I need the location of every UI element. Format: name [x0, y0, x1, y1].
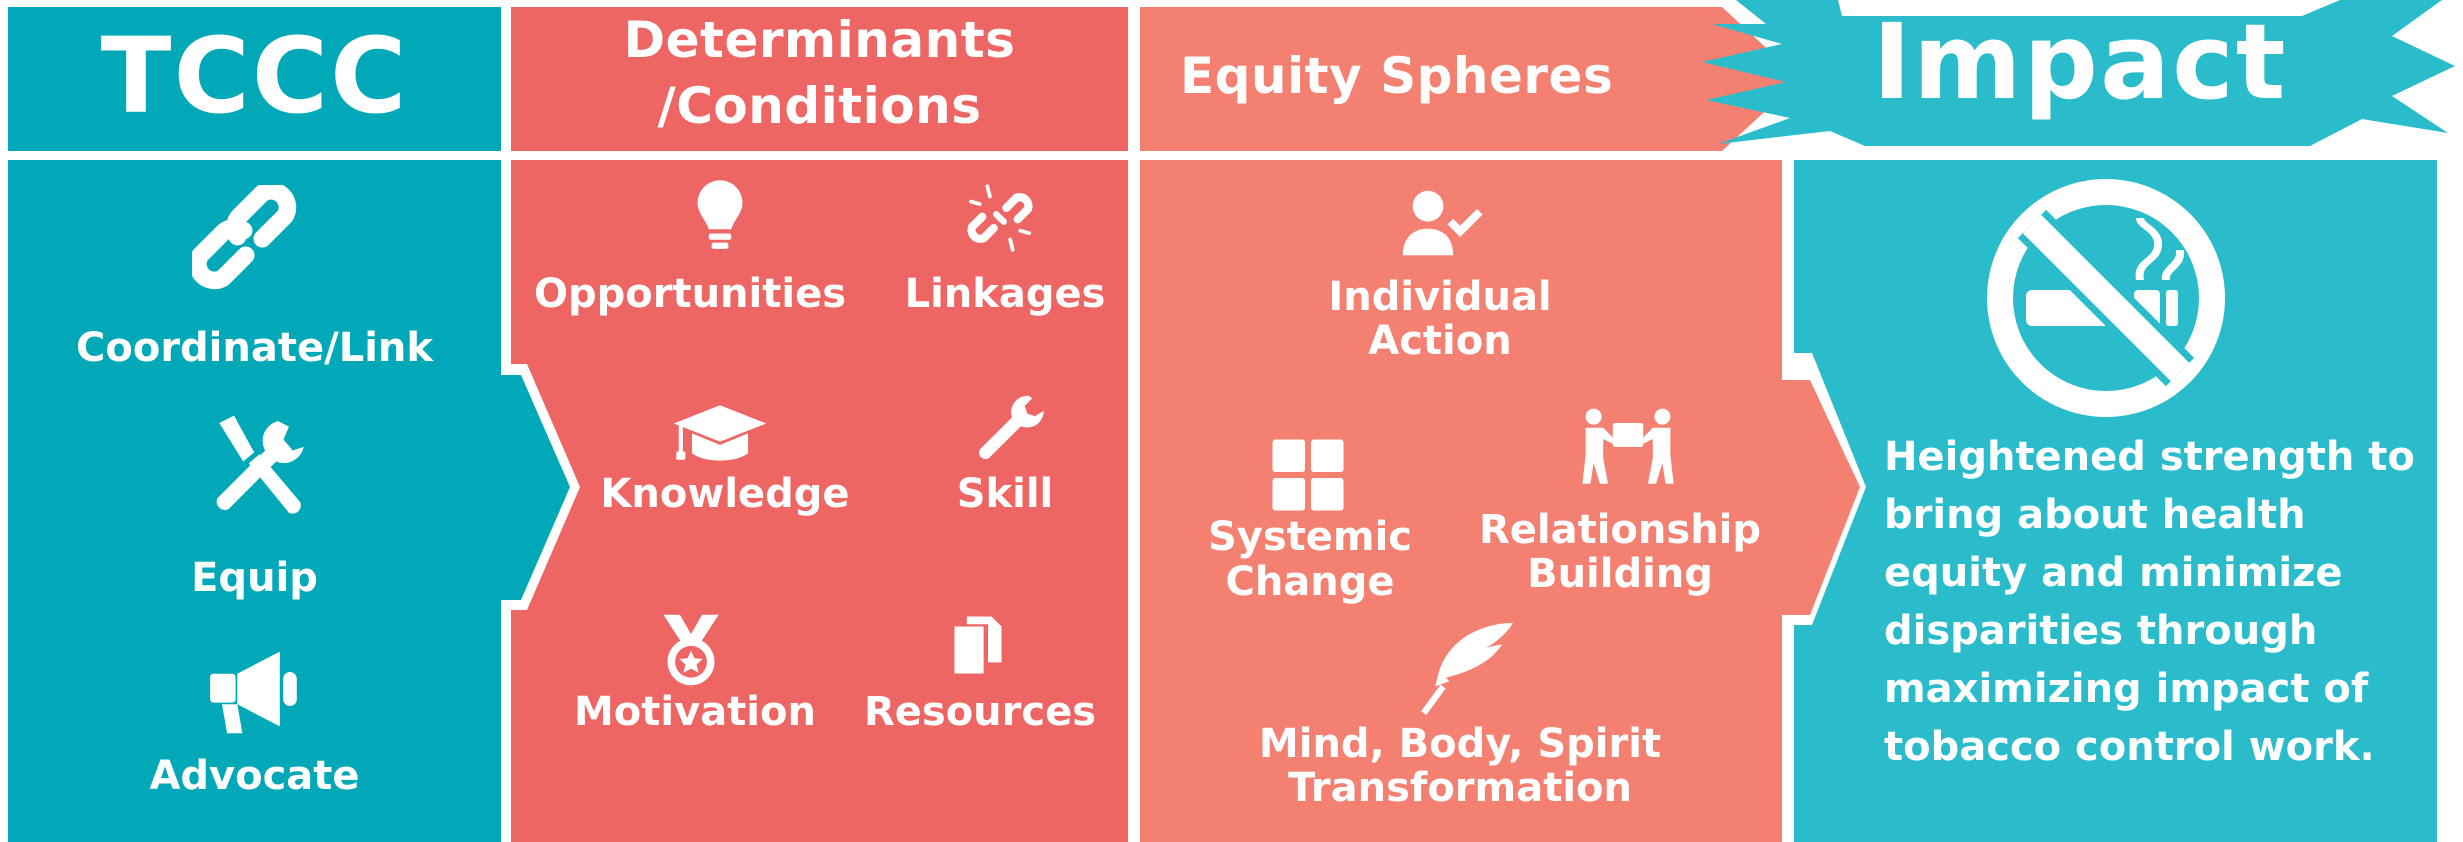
- determinant-label: Opportunities: [533, 271, 847, 317]
- determinants-header-panel: [511, 7, 1128, 151]
- impact-statement-line: disparities through: [1884, 608, 2318, 654]
- impact-statement-line: tobacco control work.: [1884, 724, 2375, 770]
- impact-header: Impact: [1872, 1, 2288, 123]
- determinant-label: Motivation: [574, 689, 816, 735]
- impact-statement-line: bring about health: [1884, 492, 2306, 538]
- determinants-header-line1: Determinants: [623, 11, 1016, 69]
- megaphone-icon: [210, 651, 297, 734]
- equity-label-line1: Relationship: [1478, 507, 1762, 553]
- wrench-icon: [979, 395, 1044, 460]
- no-smoking-icon: [1987, 179, 2225, 417]
- determinants-header-line2: /Conditions: [657, 77, 982, 135]
- grid-icon: [1272, 439, 1344, 511]
- equity-header: Equity Spheres: [1180, 47, 1614, 105]
- equity-label-line1: Mind, Body, Spirit: [1258, 721, 1662, 767]
- determinant-label: Linkages: [904, 271, 1106, 317]
- tccc-item-label: Coordinate/Link: [76, 325, 433, 371]
- equity-label-line1: Systemic: [1207, 514, 1413, 560]
- equity-label-line1: Individual: [1328, 274, 1552, 320]
- impact-statement: Heightened strength to bring about healt…: [1884, 428, 2415, 776]
- equity-body-panel: [1140, 160, 1860, 842]
- chain-link-icon: [192, 185, 297, 290]
- equity-label-line2: Action: [1368, 318, 1512, 364]
- tccc-item-label: Equip: [191, 555, 318, 601]
- determinant-label: Resources: [863, 689, 1097, 735]
- equity-header-arrow: [1140, 7, 1800, 151]
- impact-statement-line: Heightened strength to: [1884, 434, 2415, 480]
- impact-starburst: [1702, 0, 2455, 146]
- determinant-label: Skill: [956, 471, 1054, 517]
- tccc-header-panel: [8, 7, 501, 151]
- impact-statement-line: maximizing impact of: [1884, 666, 2369, 712]
- broken-link-icon: [967, 184, 1033, 252]
- lightbulb-icon: [697, 180, 743, 249]
- determinant-label: Knowledge: [600, 471, 850, 517]
- impact-statement-line: equity and minimize: [1884, 550, 2343, 596]
- documents-icon: [954, 616, 1002, 674]
- equity-label-line2: Change: [1225, 559, 1395, 605]
- impact-body-panel: [1794, 160, 2437, 842]
- medal-icon: [663, 614, 719, 686]
- graduation-cap-icon: [673, 405, 767, 461]
- tccc-header: TCCC: [100, 15, 409, 137]
- tccc-item-label: Advocate: [149, 753, 360, 799]
- equity-label-line2: Transformation: [1288, 765, 1632, 811]
- user-check-icon: [1402, 190, 1483, 256]
- feather-icon: [1421, 622, 1513, 715]
- tools-icon: [216, 415, 304, 514]
- equity-label-line2: Building: [1527, 551, 1713, 597]
- people-carrying-box-icon: [1582, 408, 1674, 484]
